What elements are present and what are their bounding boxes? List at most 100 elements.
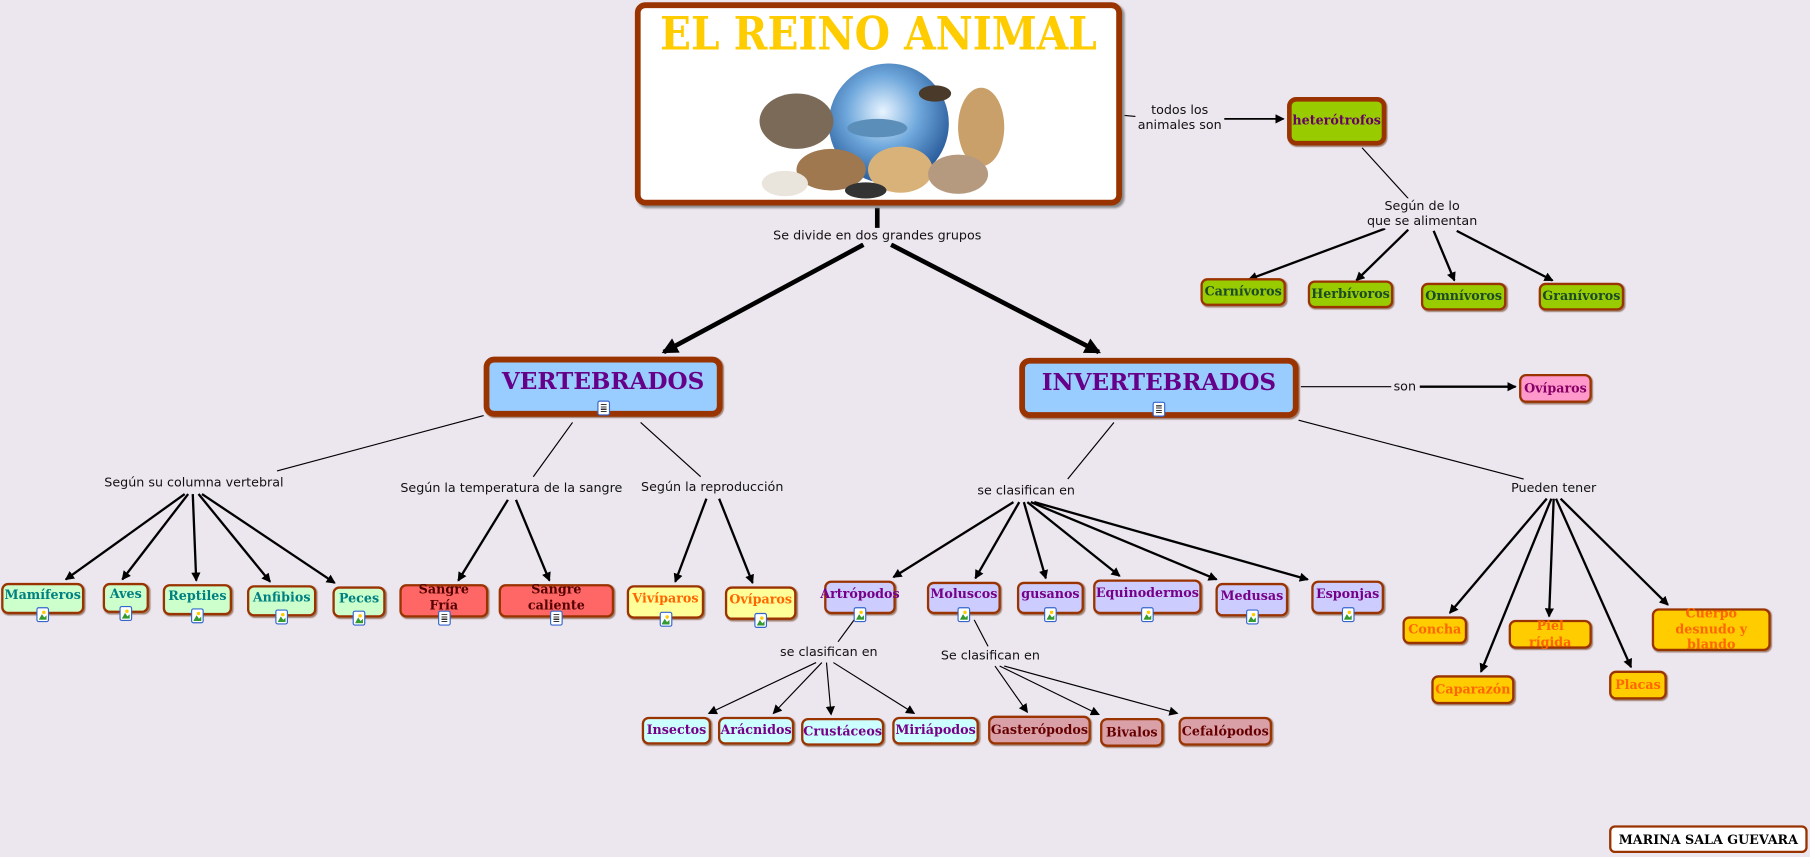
document-resource-icon[interactable] (550, 610, 563, 626)
node-piel-rigida[interactable]: Piel rígida (1508, 618, 1592, 650)
node-label: VERTEBRADOS (501, 367, 705, 395)
image-resource-icon[interactable] (119, 606, 133, 622)
image-resource-icon[interactable] (191, 608, 204, 624)
node-label: Gasterópodos (990, 722, 1089, 738)
node-invertebrados[interactable]: INVERTEBRADOS (1019, 357, 1299, 418)
document-resource-icon[interactable] (596, 400, 610, 416)
node-medusas[interactable]: Medusas (1215, 582, 1289, 625)
node-label: Granívoros (1542, 288, 1621, 304)
node-insectos[interactable]: Insectos (641, 716, 712, 745)
link-label-clasifican-mol: Se clasifican en (938, 648, 1043, 664)
author-node: MARINA SALA GUEVARA (1609, 825, 1808, 854)
image-resource-icon[interactable] (1044, 607, 1057, 623)
link-label-alimentan: Según de lo que se alimentan (1364, 198, 1480, 229)
document-resource-icon[interactable] (437, 610, 451, 626)
image-resource-icon[interactable] (957, 607, 971, 623)
node-label: Bivalos (1105, 724, 1158, 740)
image-resource-icon[interactable] (659, 611, 672, 627)
node-cuerpo-desnudo[interactable]: Cuerpo desnudo y blando (1651, 605, 1771, 653)
node-viviparos[interactable]: Vivíparos (626, 585, 705, 627)
node-label: Moluscos (930, 586, 998, 602)
node-sangre-caliente[interactable]: Sangre caliente (498, 581, 615, 626)
node-label: Caparazón (1435, 681, 1511, 697)
node-oviparos[interactable]: Ovíparos (724, 586, 797, 628)
image-resource-icon[interactable] (1341, 607, 1354, 623)
node-label: Sangre Fría (418, 581, 469, 613)
node-label: Cuerpo desnudo y blando (1675, 605, 1748, 653)
node-label: Placas (1615, 677, 1661, 693)
node-label: Aves (109, 586, 142, 602)
link-label-todos: todos los animales son (1135, 102, 1224, 133)
node-label: Crustáceos (803, 723, 882, 739)
title-node[interactable]: EL REINO ANIMAL (634, 2, 1122, 206)
link-label-son: son (1391, 379, 1419, 395)
link-label-pueden: Pueden tener (1508, 480, 1599, 496)
node-anfibios[interactable]: Anfibios (247, 585, 317, 625)
node-label: Esponjas (1315, 585, 1380, 601)
node-gasteropodos[interactable]: Gasterópodos (988, 715, 1091, 745)
node-label: gusanos (1021, 586, 1080, 602)
node-label: Herbívoros (1311, 286, 1390, 302)
node-label: Sangre caliente (527, 581, 585, 613)
node-oviparos-inv[interactable]: Ovíparos (1519, 373, 1592, 403)
node-caparazon[interactable]: Caparazón (1431, 675, 1515, 705)
node-herbivoros[interactable]: Herbívoros (1307, 280, 1394, 309)
node-sangre-fria[interactable]: Sangre Fría (399, 581, 489, 626)
node-miriapodos[interactable]: Miriápodos (892, 716, 979, 745)
node-reptiles[interactable]: Reptiles (162, 584, 233, 624)
image-resource-icon[interactable] (1245, 609, 1259, 625)
image-resource-icon[interactable] (352, 610, 366, 626)
node-label: Omnívoros (1425, 288, 1503, 304)
animals-globe-image (759, 63, 1005, 199)
node-label: Concha (1408, 622, 1462, 638)
node-label: heterótrofos (1292, 113, 1381, 129)
link-label-temperatura: Según la temperatura de la sangre (398, 480, 625, 496)
node-label: Ovíparos (729, 591, 793, 607)
node-label: Vivíparos (632, 590, 699, 606)
document-resource-icon[interactable] (1152, 401, 1166, 417)
node-omnivoros[interactable]: Omnívoros (1420, 282, 1507, 311)
node-bivalos[interactable]: Bivalos (1100, 717, 1164, 747)
node-mamiferos[interactable]: Mamíferos (1, 582, 85, 623)
image-resource-icon[interactable] (36, 607, 50, 623)
title-text: EL REINO ANIMAL (659, 6, 1097, 62)
node-label: Cefalópodos (1181, 723, 1269, 739)
node-label: Mamíferos (4, 587, 81, 603)
node-gusanos[interactable]: gusanos (1016, 581, 1084, 623)
node-cefalopodos[interactable]: Cefalópodos (1178, 716, 1273, 746)
node-esponjas[interactable]: Esponjas (1311, 580, 1385, 623)
node-label: Artrópodos (820, 585, 900, 601)
node-granivoros[interactable]: Granívoros (1538, 282, 1625, 311)
node-label: INVERTEBRADOS (1041, 368, 1277, 396)
node-label: Reptiles (168, 588, 227, 604)
link-label-columna: Según su columna vertebral (101, 474, 286, 491)
node-concha[interactable]: Concha (1402, 616, 1468, 645)
image-resource-icon[interactable] (275, 609, 288, 625)
node-heterotrofos[interactable]: heterótrofos (1287, 96, 1387, 146)
node-aves[interactable]: Aves (102, 582, 149, 622)
node-artropodos[interactable]: Artrópodos (820, 580, 900, 623)
node-placas[interactable]: Placas (1609, 670, 1667, 700)
image-resource-icon[interactable] (853, 607, 867, 623)
node-label: Ovíparos (1524, 380, 1587, 396)
node-label: Equinodermos (1095, 585, 1199, 601)
image-resource-icon[interactable] (754, 612, 768, 628)
node-label: Arácnidos (720, 722, 792, 738)
node-label: Medusas (1220, 588, 1284, 604)
link-label-reproduccion: Según la reproducción (638, 479, 786, 495)
node-peces[interactable]: Peces (332, 586, 386, 626)
node-label: Peces (338, 590, 380, 606)
image-resource-icon[interactable] (1141, 607, 1154, 623)
node-label: Insectos (646, 722, 707, 738)
node-aracnidos[interactable]: Arácnidos (717, 716, 795, 745)
node-equinodermos[interactable]: Equinodermos (1093, 579, 1202, 623)
node-label: Piel rígida (1529, 618, 1572, 650)
node-label: Anfibios (252, 589, 311, 605)
node-vertebrados[interactable]: VERTEBRADOS (483, 356, 723, 417)
node-crustaceos[interactable]: Crustáceos (801, 717, 885, 746)
node-carnivoros[interactable]: Carnívoros (1200, 278, 1286, 306)
node-moluscos[interactable]: Moluscos (926, 581, 1001, 623)
link-label-divide: Se divide en dos grandes grupos (770, 227, 984, 244)
